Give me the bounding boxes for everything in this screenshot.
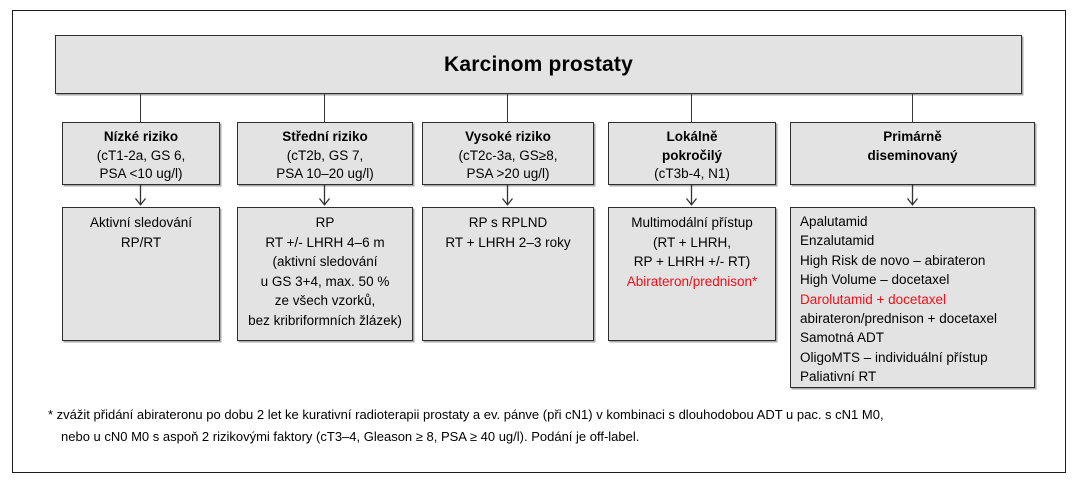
down-arrow-icon — [906, 185, 919, 207]
header-box-locally-advanced: Lokálně pokročilý (cT3b-4, N1) — [608, 122, 776, 185]
text-line: Multimodální přístup — [631, 215, 753, 230]
text-line: PSA 10–20 ug/l) — [276, 166, 374, 181]
text-line: (cT2c-3a, GS≥8, — [458, 147, 558, 163]
text-line: OligoMTS – individuální přístup — [800, 349, 988, 365]
connector-line — [691, 94, 692, 123]
text-line: abirateron/prednison + docetaxel — [800, 311, 998, 327]
header-box-intermediate-risk: Střední riziko (cT2b, GS 7, PSA 10–20 ug/l… — [237, 122, 413, 185]
header-box-primary-disseminated: Primárně diseminovaný — [790, 122, 1035, 185]
text-line: RT + LHRH 2–3 roky — [445, 234, 571, 250]
text-line: (cT3b-4, N1) — [654, 166, 730, 181]
text-line: RT +/- LHRH 4–6 m — [265, 234, 385, 250]
text-line: Samotná ADT — [800, 330, 885, 346]
connector-line — [324, 94, 325, 123]
text-line: PSA <10 ug/l) — [99, 166, 183, 181]
chart-title: Karcinom prostaty — [55, 35, 1022, 94]
connector-line — [912, 94, 913, 123]
footnote-line: * zvážit přidání abirateronu po dobu 2 l… — [48, 407, 884, 422]
text-line: u GS 3+4, max. 50 % — [260, 273, 390, 289]
text-line: Abirateron/prednison* — [626, 273, 758, 289]
text-line: (RT + LHRH, — [653, 234, 731, 250]
text-line: bez kribriformních žlázek) — [248, 312, 402, 328]
text-line: Primárně — [883, 129, 942, 144]
down-arrow-icon — [134, 185, 147, 207]
text-line: (aktivní sledování — [272, 254, 378, 269]
connector-line — [507, 94, 508, 123]
text-line: High Risk de novo – abirateron — [800, 252, 986, 268]
text-line: Enzalutamid — [800, 233, 875, 249]
text-line: (cT2b, GS 7, — [286, 147, 364, 163]
text-line: Apalutamid — [800, 214, 868, 229]
body-box-locally-advanced: Multimodální přístup (RT + LHRH, RP + LHRH… — [608, 207, 776, 341]
text-line: pokročilý — [661, 147, 723, 163]
footnote-line: nebo u cN0 M0 s aspoň 2 rizikovými fakto… — [61, 428, 640, 444]
text-line: Vysoké riziko — [465, 129, 551, 144]
connector-line — [140, 94, 141, 123]
down-arrow-icon — [685, 185, 698, 207]
text-line: (cT1-2a, GS 6, — [96, 147, 186, 163]
text-line: Darolutamid + docetaxel — [800, 291, 946, 307]
footnote: * zvážit přidání abirateronu po dobu 2 l… — [48, 404, 884, 447]
text-line: High Volume – docetaxel — [800, 272, 950, 288]
text-line: Paliativní RT — [800, 369, 877, 385]
text-line: Nízké riziko — [103, 129, 179, 144]
body-box-high-risk: RP s RPLND RT + LHRH 2–3 roky — [422, 207, 594, 341]
body-box-intermediate-risk: RP RT +/- LHRH 4–6 m (aktivní sledování u G… — [237, 207, 413, 341]
header-box-high-risk: Vysoké riziko (cT2c-3a, GS≥8, PSA >20 ug/l… — [422, 122, 594, 185]
text-line: Střední riziko — [282, 129, 368, 144]
text-line: Lokálně — [666, 129, 718, 144]
text-line: ze všech vzorků, — [274, 293, 376, 308]
text-line: RP s RPLND — [468, 215, 548, 230]
text-line: RP/RT — [120, 234, 162, 250]
text-line: diseminovaný — [867, 147, 958, 163]
down-arrow-icon — [501, 185, 514, 207]
header-box-low-risk: Nízké riziko (cT1-2a, GS 6, PSA <10 ug/l) — [62, 122, 220, 185]
text-line: Aktivní sledování — [89, 215, 193, 230]
text-line: RP — [315, 215, 335, 230]
down-arrow-icon — [318, 185, 331, 207]
text-line: PSA >20 ug/l) — [466, 166, 550, 181]
text-line: RP + LHRH +/- RT) — [633, 254, 751, 269]
